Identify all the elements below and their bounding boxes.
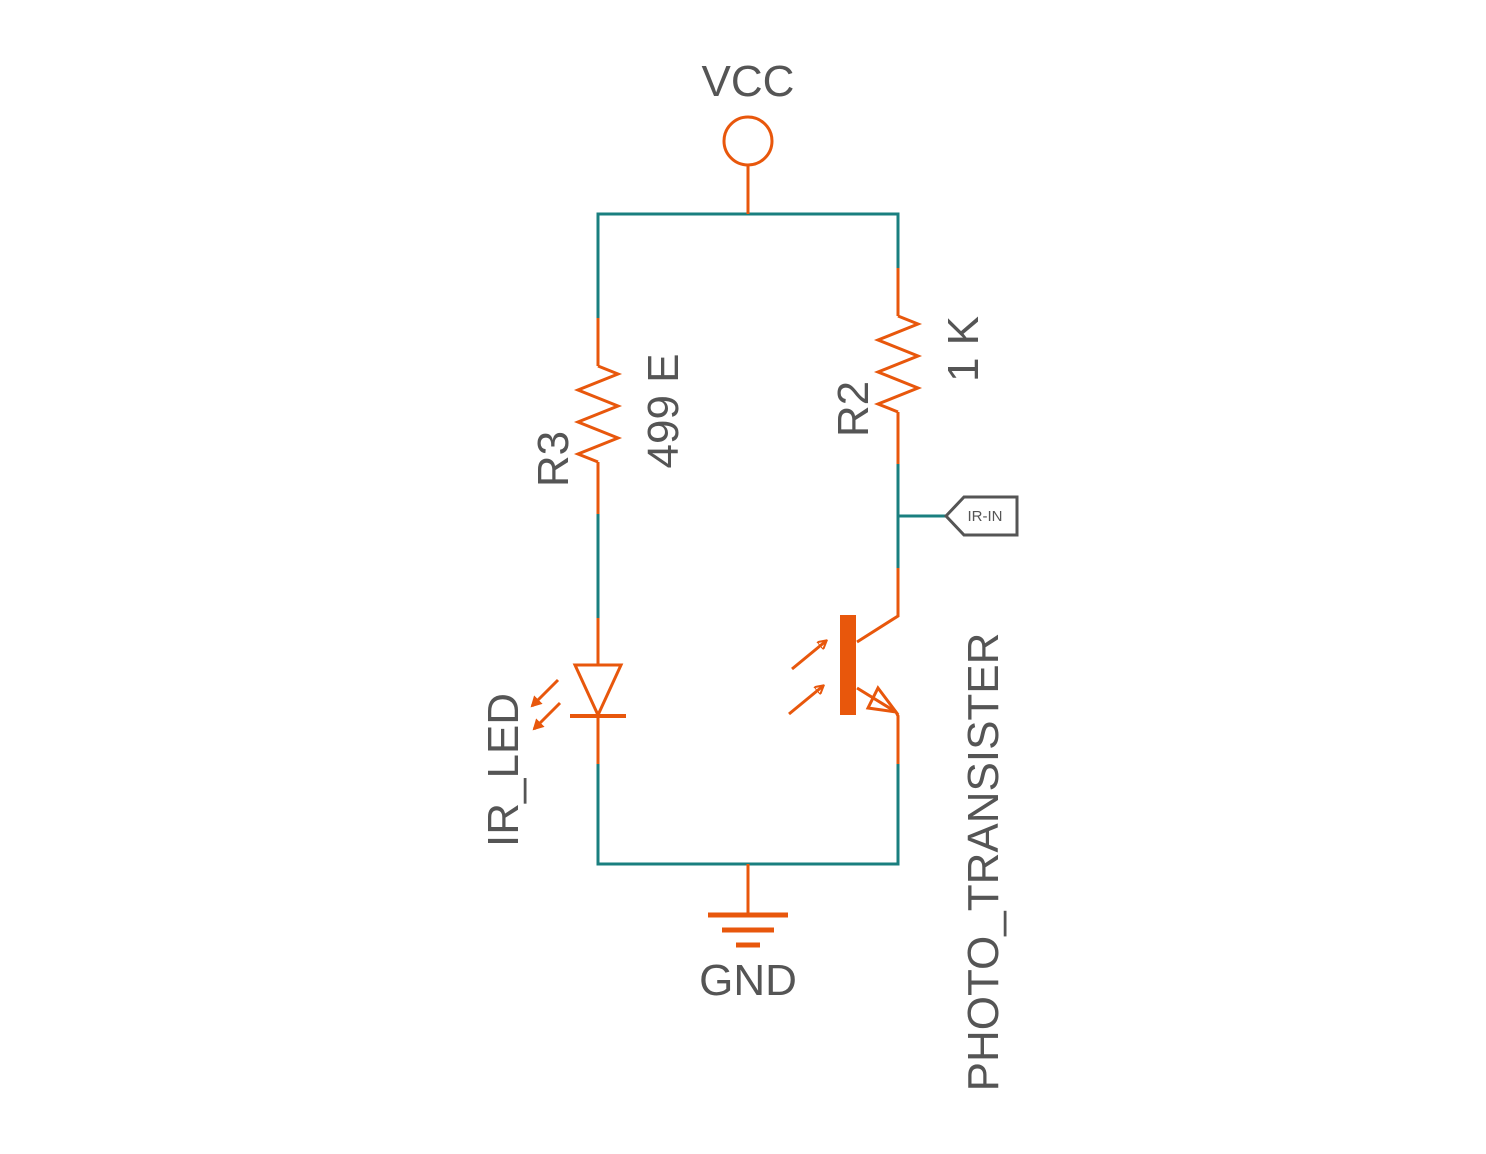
r3-designator: R3 — [529, 431, 578, 487]
resistor-r3[interactable] — [573, 318, 623, 514]
ir-in-port-label: IR-IN — [968, 508, 1003, 525]
vcc-label: VCC — [702, 57, 795, 106]
wires — [596, 212, 948, 866]
gnd-label: GND — [699, 956, 797, 1005]
r2-designator: R2 — [829, 381, 878, 437]
pt-emitter-arrowhead — [865, 685, 900, 714]
photo-transistor-label: PHOTO_TRANSISTER — [959, 633, 1008, 1092]
gnd-symbol[interactable] — [708, 864, 788, 948]
led-emission-arrow-2 — [532, 701, 562, 731]
pt-collector-lead — [856, 568, 900, 644]
led-triangle — [572, 663, 624, 719]
pt-light-arrow-2 — [788, 686, 823, 716]
ir-led-label: IR_LED — [479, 693, 528, 847]
photo-transistor[interactable] — [788, 568, 900, 764]
pt-emitter-lead — [894, 711, 900, 764]
r3-zigzag — [573, 364, 623, 464]
r2-value: 1 K — [939, 316, 988, 382]
r2-zigzag — [873, 314, 923, 414]
vcc-circle — [722, 115, 774, 167]
pt-light-arrow-1 — [791, 641, 826, 671]
led-emission-arrow-1 — [530, 678, 560, 708]
pt-emitter-line — [856, 686, 897, 714]
resistor-r2[interactable] — [873, 268, 923, 464]
vcc-symbol[interactable] — [722, 115, 774, 214]
ir-in-port[interactable]: IR-IN — [943, 495, 1019, 537]
r3-value: 499 E — [639, 354, 688, 469]
pt-base-bar — [840, 615, 856, 715]
ir-in-port-outline — [943, 495, 1019, 537]
ir-led[interactable] — [530, 618, 626, 764]
